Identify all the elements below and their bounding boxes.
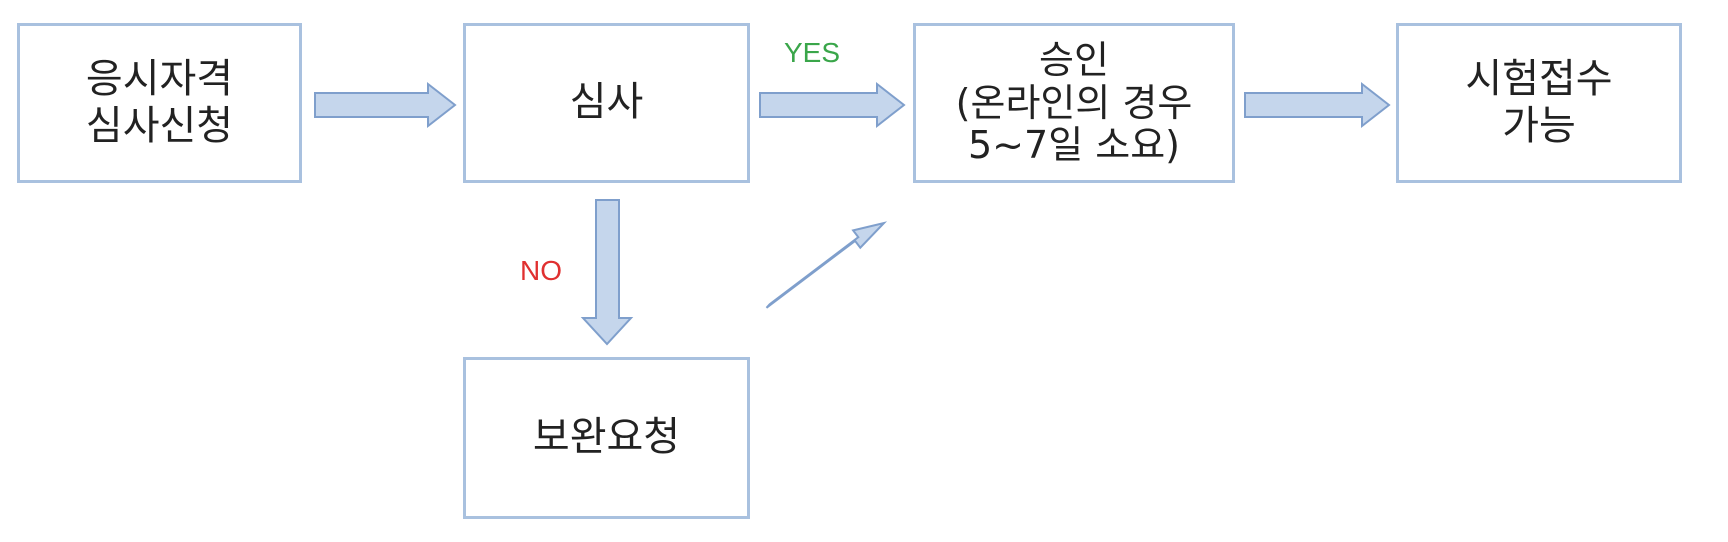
- node-exam-eligibility-request: 응시자격 심사신청: [17, 23, 302, 183]
- node-text-line: (온라인의 경우: [955, 80, 1193, 125]
- edge-label-no: NO: [520, 255, 562, 286]
- arrow-supplement-to-approve: [765, 221, 888, 309]
- arrow-apply-to-review: [314, 81, 457, 129]
- node-text-line: 승인: [1039, 38, 1109, 83]
- arrow-approve-to-exam: [1244, 81, 1391, 129]
- node-exam-registration-available: 시험접수 가능: [1396, 23, 1682, 183]
- node-text-line: 심사신청: [85, 103, 234, 149]
- node-supplement-request: 보완요청: [463, 357, 750, 519]
- node-text-line: 시험접수: [1465, 55, 1613, 102]
- node-text-line: 심사: [569, 79, 644, 126]
- node-review: 심사: [463, 23, 750, 183]
- arrow-review-to-supplement: [580, 199, 634, 346]
- node-text-line: 응시자격: [85, 55, 234, 102]
- node-approval: 승인 (온라인의 경우 5~7일 소요): [913, 23, 1235, 183]
- edge-label-yes: YES: [784, 37, 841, 68]
- arrow-review-to-approve: [759, 81, 906, 129]
- node-text-line: 5~7일 소요): [968, 123, 1180, 168]
- node-text-line: 보완요청: [532, 414, 681, 461]
- node-text-line: 가능: [1502, 103, 1576, 149]
